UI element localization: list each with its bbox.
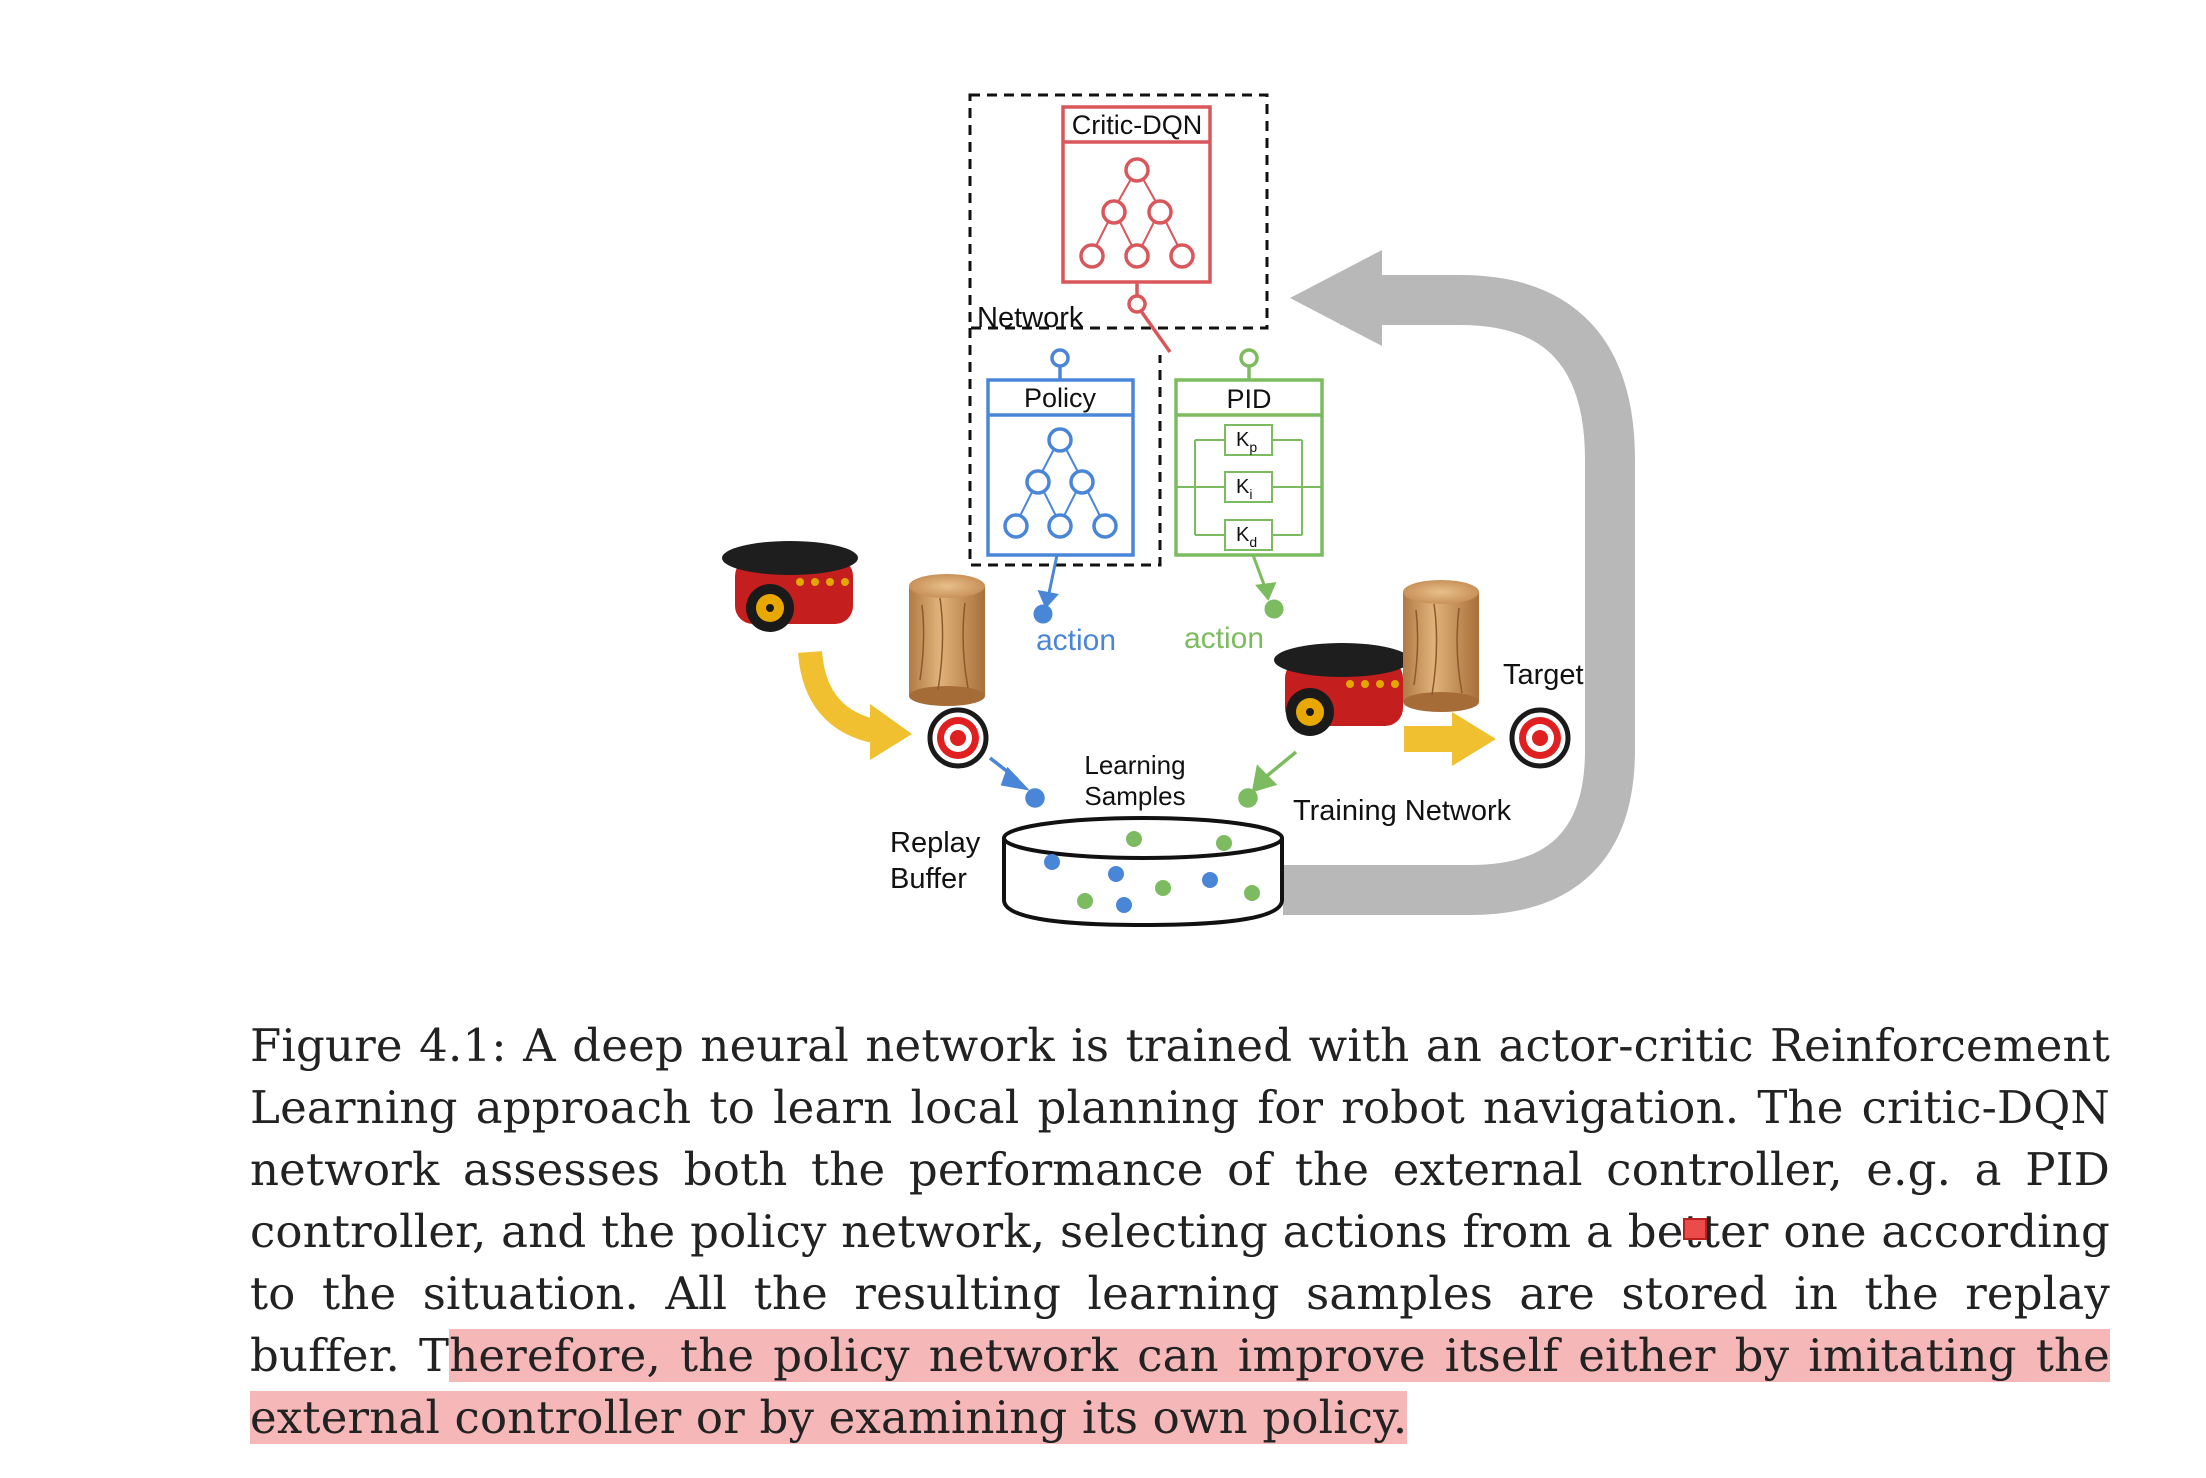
network-dashed-box [968, 93, 1269, 330]
feedback-loop-arrow [1283, 250, 1635, 915]
replay-buffer-label-line1: Replay [890, 827, 981, 859]
policy-action-arrow [1033, 554, 1059, 624]
robot-left-image [722, 541, 858, 632]
target-right-icon [1509, 707, 1571, 769]
policy-title: Policy [1024, 383, 1097, 413]
pid-gain-kd: Kd [1236, 524, 1257, 550]
replay-buffer-label-line2: Buffer [890, 863, 967, 895]
target-left-icon [927, 707, 989, 769]
figure-caption: Figure 4.1: A deep neural network is tra… [250, 1015, 2110, 1449]
replay-buffer-samples [1044, 831, 1260, 913]
robot-right-image [1274, 643, 1410, 736]
annotation-note-icon[interactable] [1683, 1218, 1707, 1240]
left-movement-arrow [798, 650, 912, 760]
critic-dqn-box [1061, 105, 1212, 354]
learning-samples-label-line1: Learning [1084, 750, 1185, 780]
right-movement-arrow [1404, 712, 1496, 766]
pid-box [1174, 348, 1324, 557]
pid-action-arrow [1251, 554, 1284, 619]
actor-critic-diagram: Network Critic-DQN Policy [722, 93, 1635, 928]
pid-action-label: action [1184, 622, 1264, 655]
network-dashed-box-lower [968, 328, 1162, 567]
policy-action-label: action [1036, 624, 1116, 657]
caption-text: Figure 4.1: A deep neural network is tra… [250, 1019, 2110, 1382]
critic-dqn-title: Critic-DQN [1072, 110, 1202, 140]
network-label: Network [977, 302, 1084, 334]
training-network-label: Training Network [1293, 795, 1512, 827]
pid-gain-ki: Ki [1236, 476, 1252, 502]
obstacle-right-image [1403, 580, 1479, 712]
green-sample-arrow [1238, 750, 1298, 808]
pid-gain-kp: Kp [1236, 429, 1257, 455]
caption-highlighted-text[interactable]: herefore, the policy network can improve… [250, 1329, 2110, 1444]
pid-title: PID [1226, 384, 1271, 414]
replay-buffer-cylinder [1002, 816, 1284, 928]
obstacle-left-image [909, 574, 985, 706]
learning-samples-label-line2: Samples [1084, 781, 1185, 811]
target-label: Target [1503, 659, 1584, 691]
policy-box [986, 348, 1135, 557]
blue-sample-arrow [988, 756, 1045, 808]
